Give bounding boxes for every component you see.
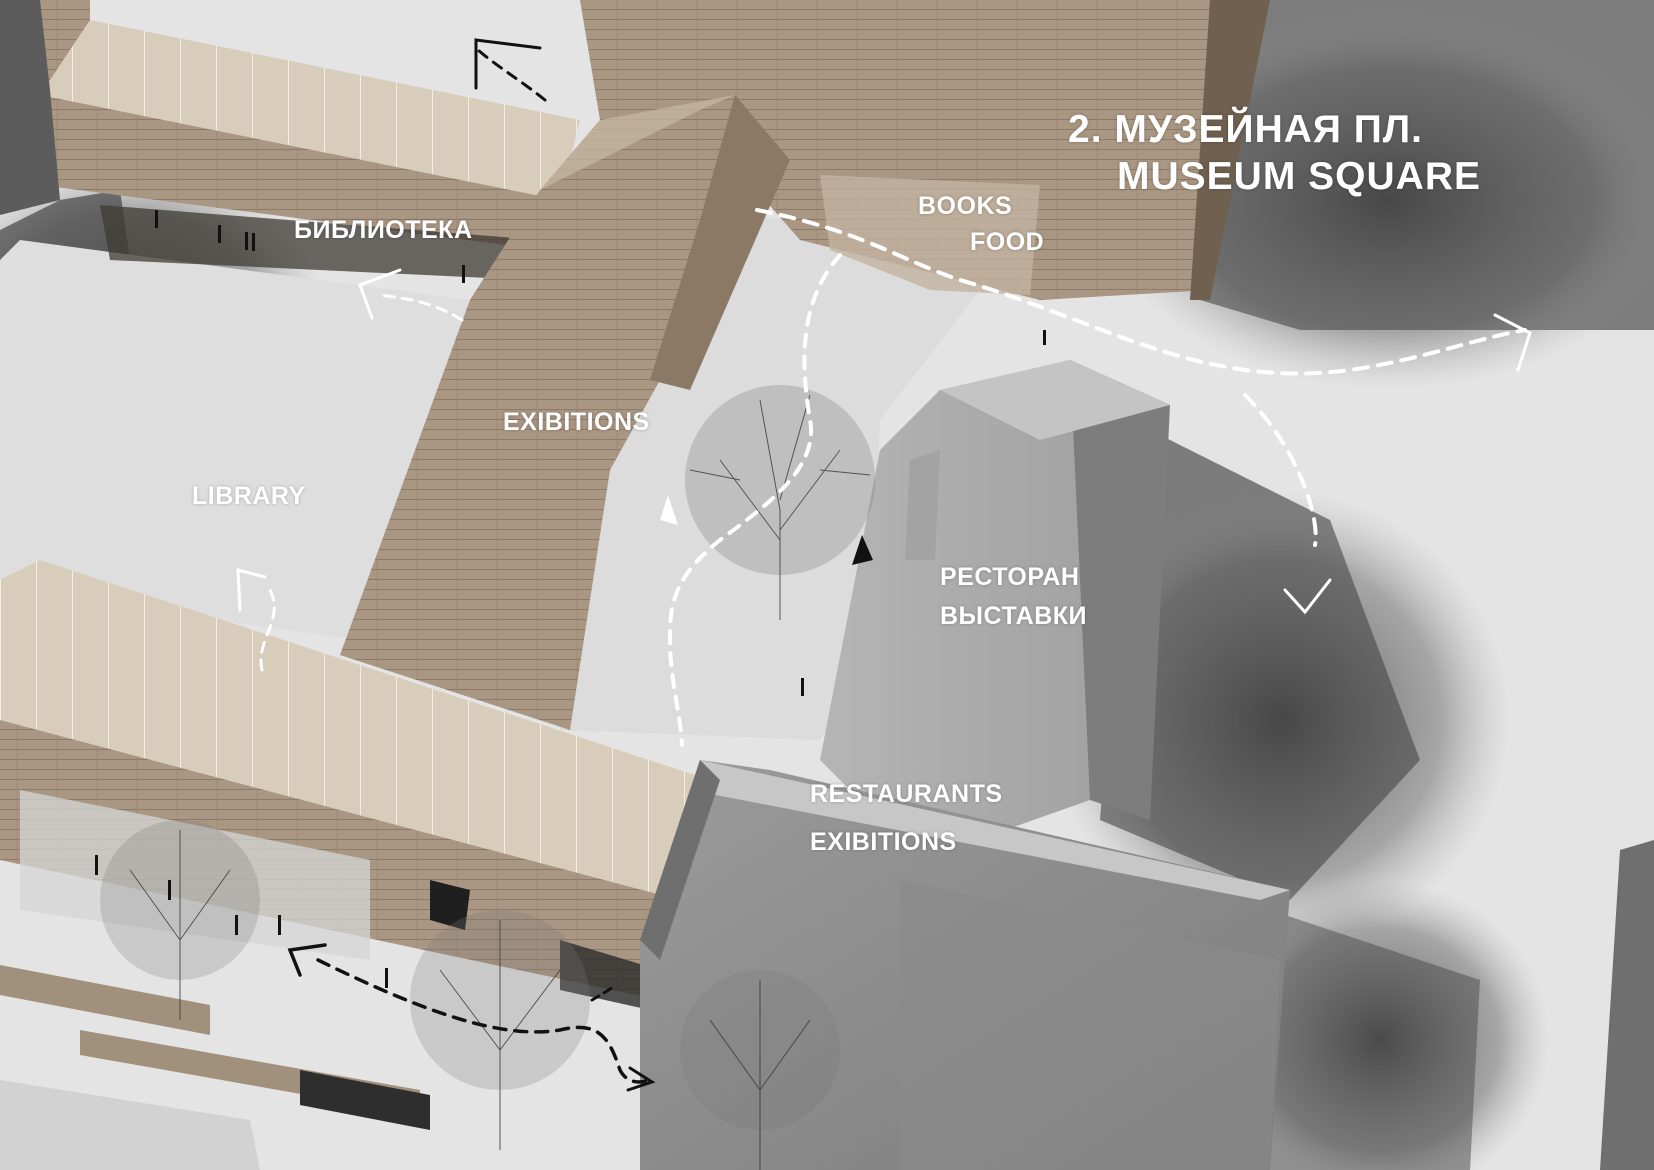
label-biblioteka: БИБЛИОТЕКА — [294, 216, 473, 244]
central-timber-bar — [340, 95, 790, 730]
label-restaurants: RESTAURANTS — [810, 780, 1003, 808]
label-restoran: РЕСТОРАН — [940, 563, 1080, 591]
restaurant-block — [640, 760, 1290, 1170]
label-exibitions-bottom: EXIBITIONS — [810, 828, 957, 856]
label-books: BOOKS — [918, 192, 1013, 220]
top-right-timber-block — [580, 0, 1270, 300]
circulation-paths — [236, 38, 1532, 1092]
terraces — [0, 965, 430, 1170]
label-food: FOOD — [970, 228, 1045, 256]
title-line-1: 2. МУЗЕЙНАЯ ПЛ. — [1068, 108, 1424, 151]
lower-left-timber-bar — [0, 560, 710, 1010]
title-line-2: MUSEUM SQUARE — [1117, 155, 1482, 198]
label-library: LIBRARY — [192, 482, 306, 510]
label-exibitions-top: EXIBITIONS — [503, 408, 650, 436]
label-vystavki: ВЫСТАВКИ — [940, 602, 1087, 630]
library-square — [0, 240, 470, 640]
people — [95, 210, 1046, 988]
top-left-tower — [0, 0, 60, 215]
far-right-building — [1600, 840, 1654, 1170]
top-left-timber-bar — [0, 0, 580, 280]
restaurant-tower — [820, 360, 1170, 860]
triangle-marker-black — [852, 535, 873, 565]
trees — [100, 385, 875, 1170]
triangle-marker-white — [660, 495, 678, 525]
